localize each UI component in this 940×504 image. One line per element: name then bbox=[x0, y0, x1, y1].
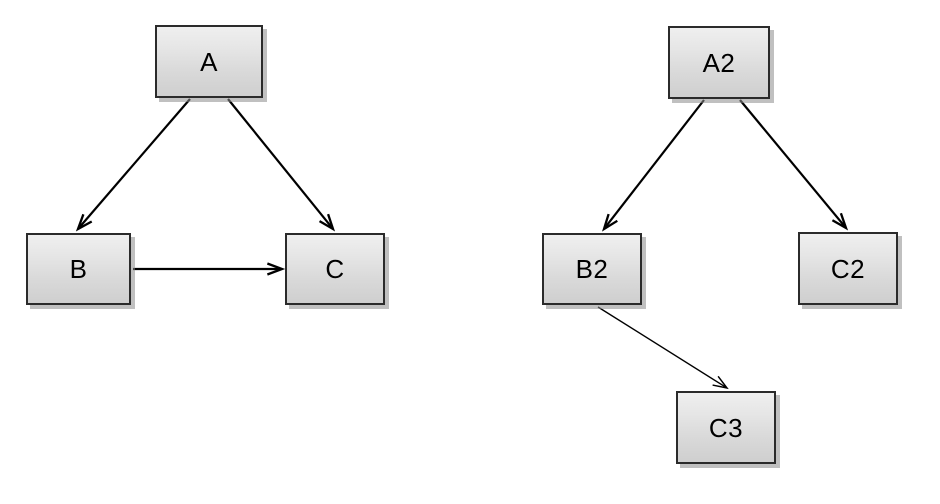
node-label: B bbox=[69, 254, 88, 284]
node-label: C bbox=[325, 254, 345, 284]
edge-b2-c3 bbox=[597, 306, 729, 390]
edge-a-c bbox=[227, 98, 336, 232]
node-label: A2 bbox=[702, 47, 736, 78]
node-b[interactable]: B bbox=[26, 233, 131, 305]
edge-line bbox=[739, 99, 847, 228]
node-b2[interactable]: B2 bbox=[542, 233, 642, 305]
edge-line bbox=[597, 306, 727, 389]
node-c3[interactable]: C3 bbox=[676, 391, 776, 464]
edge-b-c bbox=[133, 262, 286, 276]
node-label: A bbox=[200, 46, 218, 77]
arrowhead-icon bbox=[318, 213, 336, 232]
edge-line bbox=[77, 98, 191, 229]
node-c2[interactable]: C2 bbox=[798, 232, 898, 305]
node-label: B2 bbox=[575, 254, 609, 284]
arrowhead-icon bbox=[712, 375, 729, 390]
node-a2[interactable]: A2 bbox=[668, 26, 770, 99]
node-c[interactable]: C bbox=[285, 233, 385, 305]
node-label: C2 bbox=[830, 253, 866, 284]
node-label: C3 bbox=[708, 412, 744, 443]
arrowhead-icon bbox=[831, 212, 849, 231]
edge-line bbox=[227, 98, 334, 229]
arrowhead-icon bbox=[601, 213, 618, 232]
arrowhead-icon bbox=[75, 213, 93, 232]
edge-a-b bbox=[75, 98, 191, 232]
edge-a2-c2 bbox=[739, 99, 849, 231]
edge-a2-b2 bbox=[601, 99, 705, 232]
arrowhead-icon bbox=[266, 262, 286, 276]
node-a[interactable]: A bbox=[155, 25, 263, 98]
edge-line bbox=[603, 99, 705, 229]
